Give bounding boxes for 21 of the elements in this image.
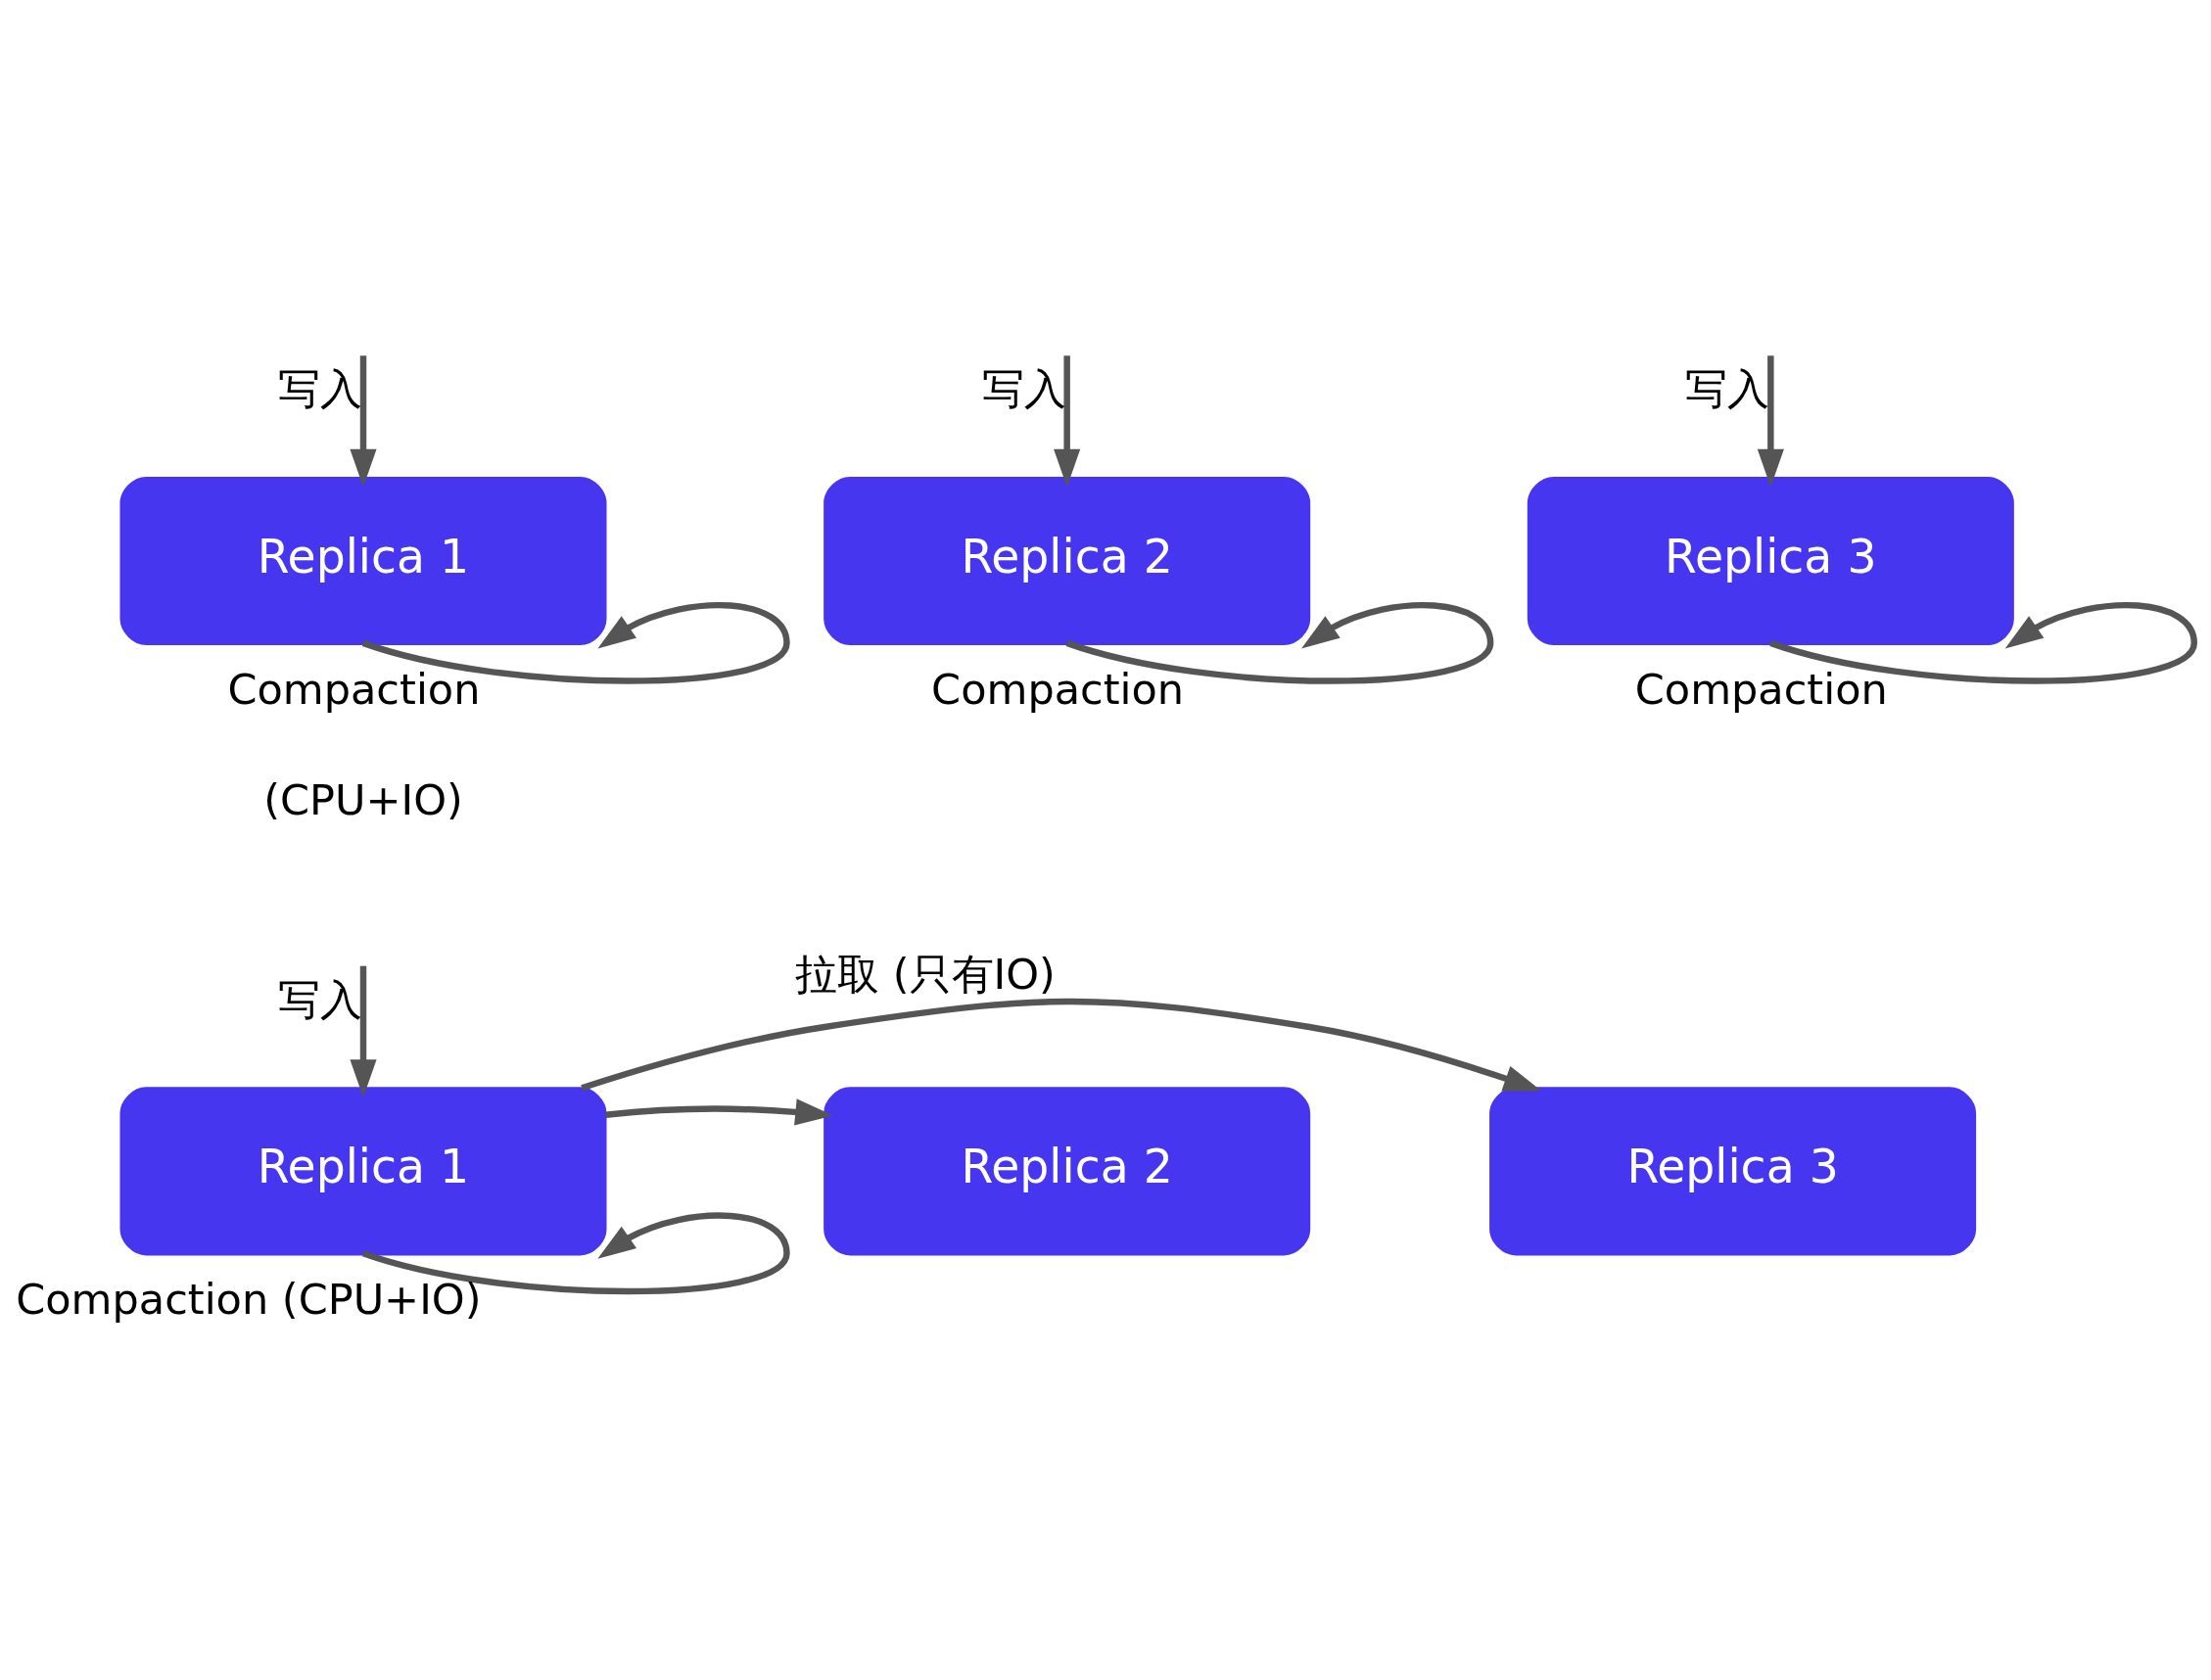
node-box: Replica 2 bbox=[823, 1086, 1311, 1255]
node-box: Replica 3 bbox=[1489, 1086, 1977, 1255]
arrow bbox=[350, 354, 377, 488]
arrow bbox=[1054, 354, 1081, 488]
node-box: Replica 1 bbox=[119, 1086, 607, 1255]
node-box: Replica 2 bbox=[823, 476, 1311, 645]
edge-label: Compaction bbox=[227, 664, 481, 714]
edge-label: 写入 bbox=[981, 363, 1066, 413]
node-box: Replica 1 bbox=[119, 476, 607, 645]
edge-label: 拉取 (只有IO) bbox=[795, 949, 1056, 999]
edge-label: Compaction (CPU+IO) bbox=[16, 1274, 482, 1324]
edge-label: 写入 bbox=[277, 363, 362, 413]
arrow bbox=[605, 1097, 834, 1125]
edge-label: Compaction bbox=[931, 664, 1185, 714]
edge-label: Compaction bbox=[1634, 664, 1888, 714]
edge-label: 写入 bbox=[277, 974, 362, 1024]
arrow bbox=[1757, 354, 1784, 488]
label: (CPU+IO) bbox=[263, 774, 463, 824]
edge-label: 写入 bbox=[1685, 363, 1770, 413]
node-box: Replica 3 bbox=[1527, 476, 2014, 645]
arrow bbox=[581, 998, 1542, 1092]
